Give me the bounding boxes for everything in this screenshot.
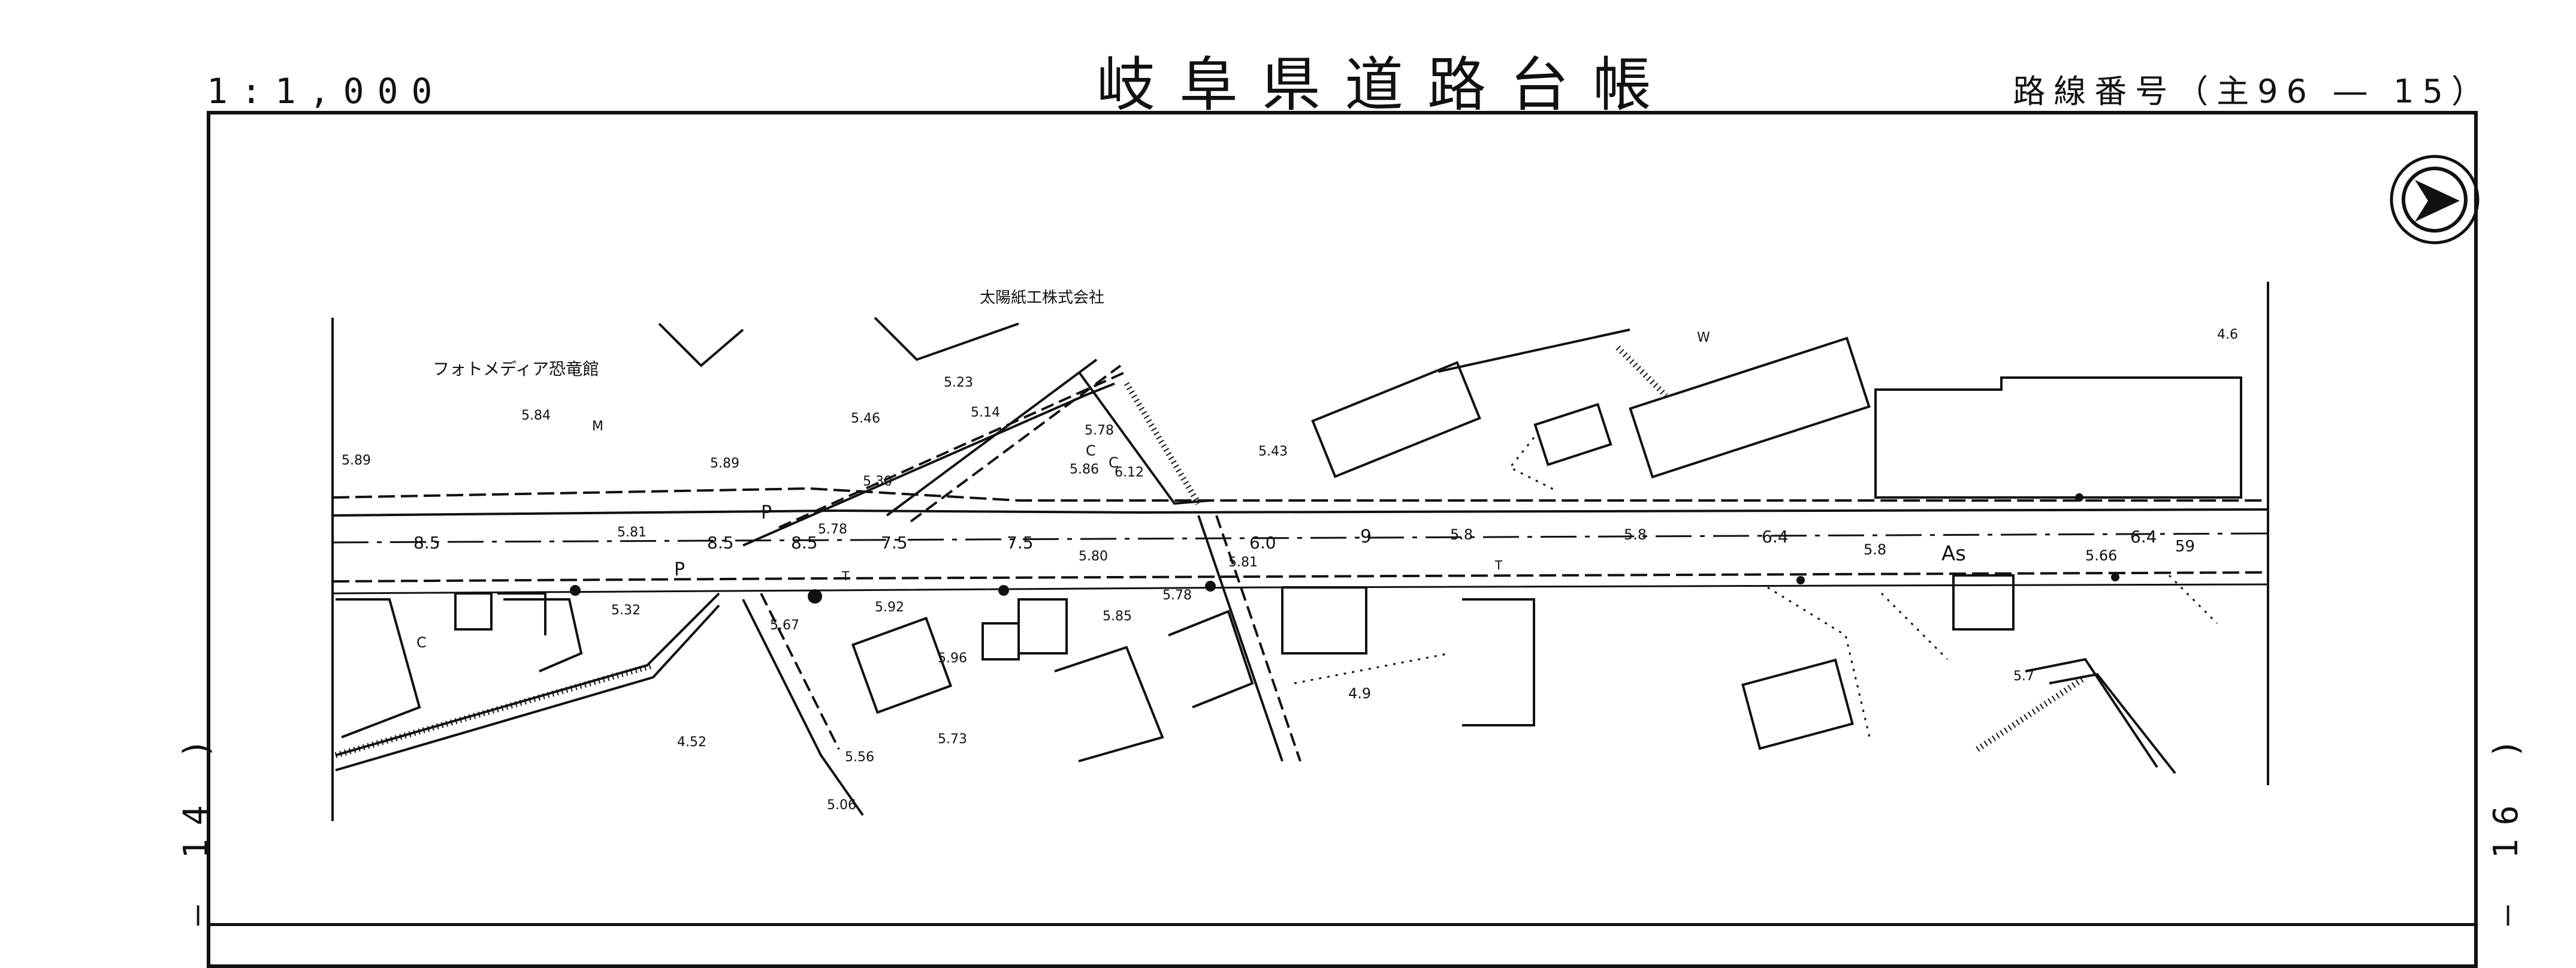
road-width-label: 9 — [1360, 526, 1372, 547]
route-number: 路線番号（主96 ― 15） — [2013, 73, 2492, 110]
elevation-label: 5.85 — [1103, 609, 1132, 624]
elevation-label: 4.9 — [1348, 685, 1371, 702]
road-width-label: 6.4 — [2130, 527, 2157, 547]
elevation-label: 5.67 — [770, 618, 799, 633]
map-symbol: C — [1109, 454, 1119, 471]
road-ledger-map[interactable]: 太陽紙工株式会社 フォトメディア恐竜館 As P P 5.89 5.84 5.4… — [0, 0, 2576, 942]
boundary-lines — [1294, 437, 2218, 738]
map-symbol: C — [416, 634, 427, 651]
main-road — [332, 487, 2269, 595]
elevation-label: 5.89 — [342, 453, 371, 468]
road-width-label: 59 — [2175, 538, 2195, 556]
road-width-label: 7.5 — [1007, 533, 1034, 553]
elevation-label: 5.46 — [851, 411, 880, 426]
map-symbol: W — [1697, 330, 1710, 345]
map-markers — [570, 493, 2119, 604]
company-label: 太陽紙工株式会社 — [980, 289, 1104, 307]
elevation-label: 4.6 — [2217, 327, 2238, 342]
elevation-label: 4.52 — [677, 735, 706, 750]
elevation-labels: 5.89 5.84 5.46 5.23 5.14 5.89 5.30 5.78 … — [342, 327, 2238, 813]
elevation-label: 5.06 — [827, 798, 856, 813]
elevation-label: 5.8 — [1864, 541, 1886, 558]
frame-divider — [207, 923, 2478, 926]
side-roads — [335, 328, 2176, 816]
road-width-label: 7.5 — [881, 533, 908, 553]
map-symbol: T — [841, 569, 850, 583]
elevation-label: 5.78 — [818, 522, 847, 537]
elevation-label: 5.66 — [2085, 547, 2117, 564]
elevation-label: 5.89 — [710, 456, 739, 471]
retaining-walls — [334, 345, 2087, 758]
elevation-label: 5.56 — [845, 750, 874, 765]
elevation-label: 5.78 — [1085, 423, 1114, 438]
elevation-label: 5.8 — [1624, 526, 1647, 543]
elevation-label: 5.14 — [971, 405, 1000, 420]
elevation-label: 5.81 — [1228, 555, 1258, 570]
museum-label: フォトメディア恐竜館 — [433, 359, 599, 379]
road-width-label: 6.0 — [1249, 533, 1276, 553]
parking-label: P — [761, 502, 772, 523]
elevation-label: 5.84 — [521, 408, 551, 423]
parking-label: P — [674, 559, 685, 580]
elevation-label: 5.73 — [938, 732, 967, 747]
road-width-labels: 8.5 8.5 8.5 7.5 7.5 6.0 9 6.4 6.4 59 — [413, 526, 2195, 556]
road-width-label: 8.5 — [413, 533, 440, 553]
map-symbol: T — [1494, 558, 1503, 572]
map-scale: 1:1,000 — [207, 71, 446, 111]
elevation-label: 6.12 — [1115, 465, 1144, 480]
elevation-label: 5.80 — [1079, 549, 1108, 564]
map-symbol: C — [1086, 442, 1096, 459]
elevation-label: 5.43 — [1258, 444, 1288, 459]
pavement-label: As — [1941, 542, 1966, 566]
elevation-label: 5.23 — [944, 375, 973, 390]
map-symbol: M — [592, 419, 603, 434]
north-arrow-icon — [2390, 155, 2480, 245]
symbol-labels: M C C W C T T — [416, 330, 1710, 651]
elevation-label: 5.92 — [875, 600, 904, 615]
elevation-label: 5.96 — [938, 651, 967, 666]
elevation-label: 5.81 — [617, 525, 647, 540]
buildings — [336, 316, 2242, 762]
elevation-label: 5.8 — [1450, 526, 1473, 543]
road-width-label: 8.5 — [791, 533, 818, 553]
elevation-label: 5.7 — [2013, 669, 2034, 684]
road-width-label: 8.5 — [707, 533, 734, 553]
elevation-label: 5.78 — [1162, 588, 1192, 603]
elevation-label: 5.30 — [863, 474, 892, 489]
road-width-label: 6.4 — [1762, 527, 1789, 547]
page-title: 岐阜県道路台帳 — [1097, 51, 1676, 119]
elevation-label: 5.32 — [611, 603, 641, 618]
elevation-label: 5.86 — [1070, 462, 1099, 477]
